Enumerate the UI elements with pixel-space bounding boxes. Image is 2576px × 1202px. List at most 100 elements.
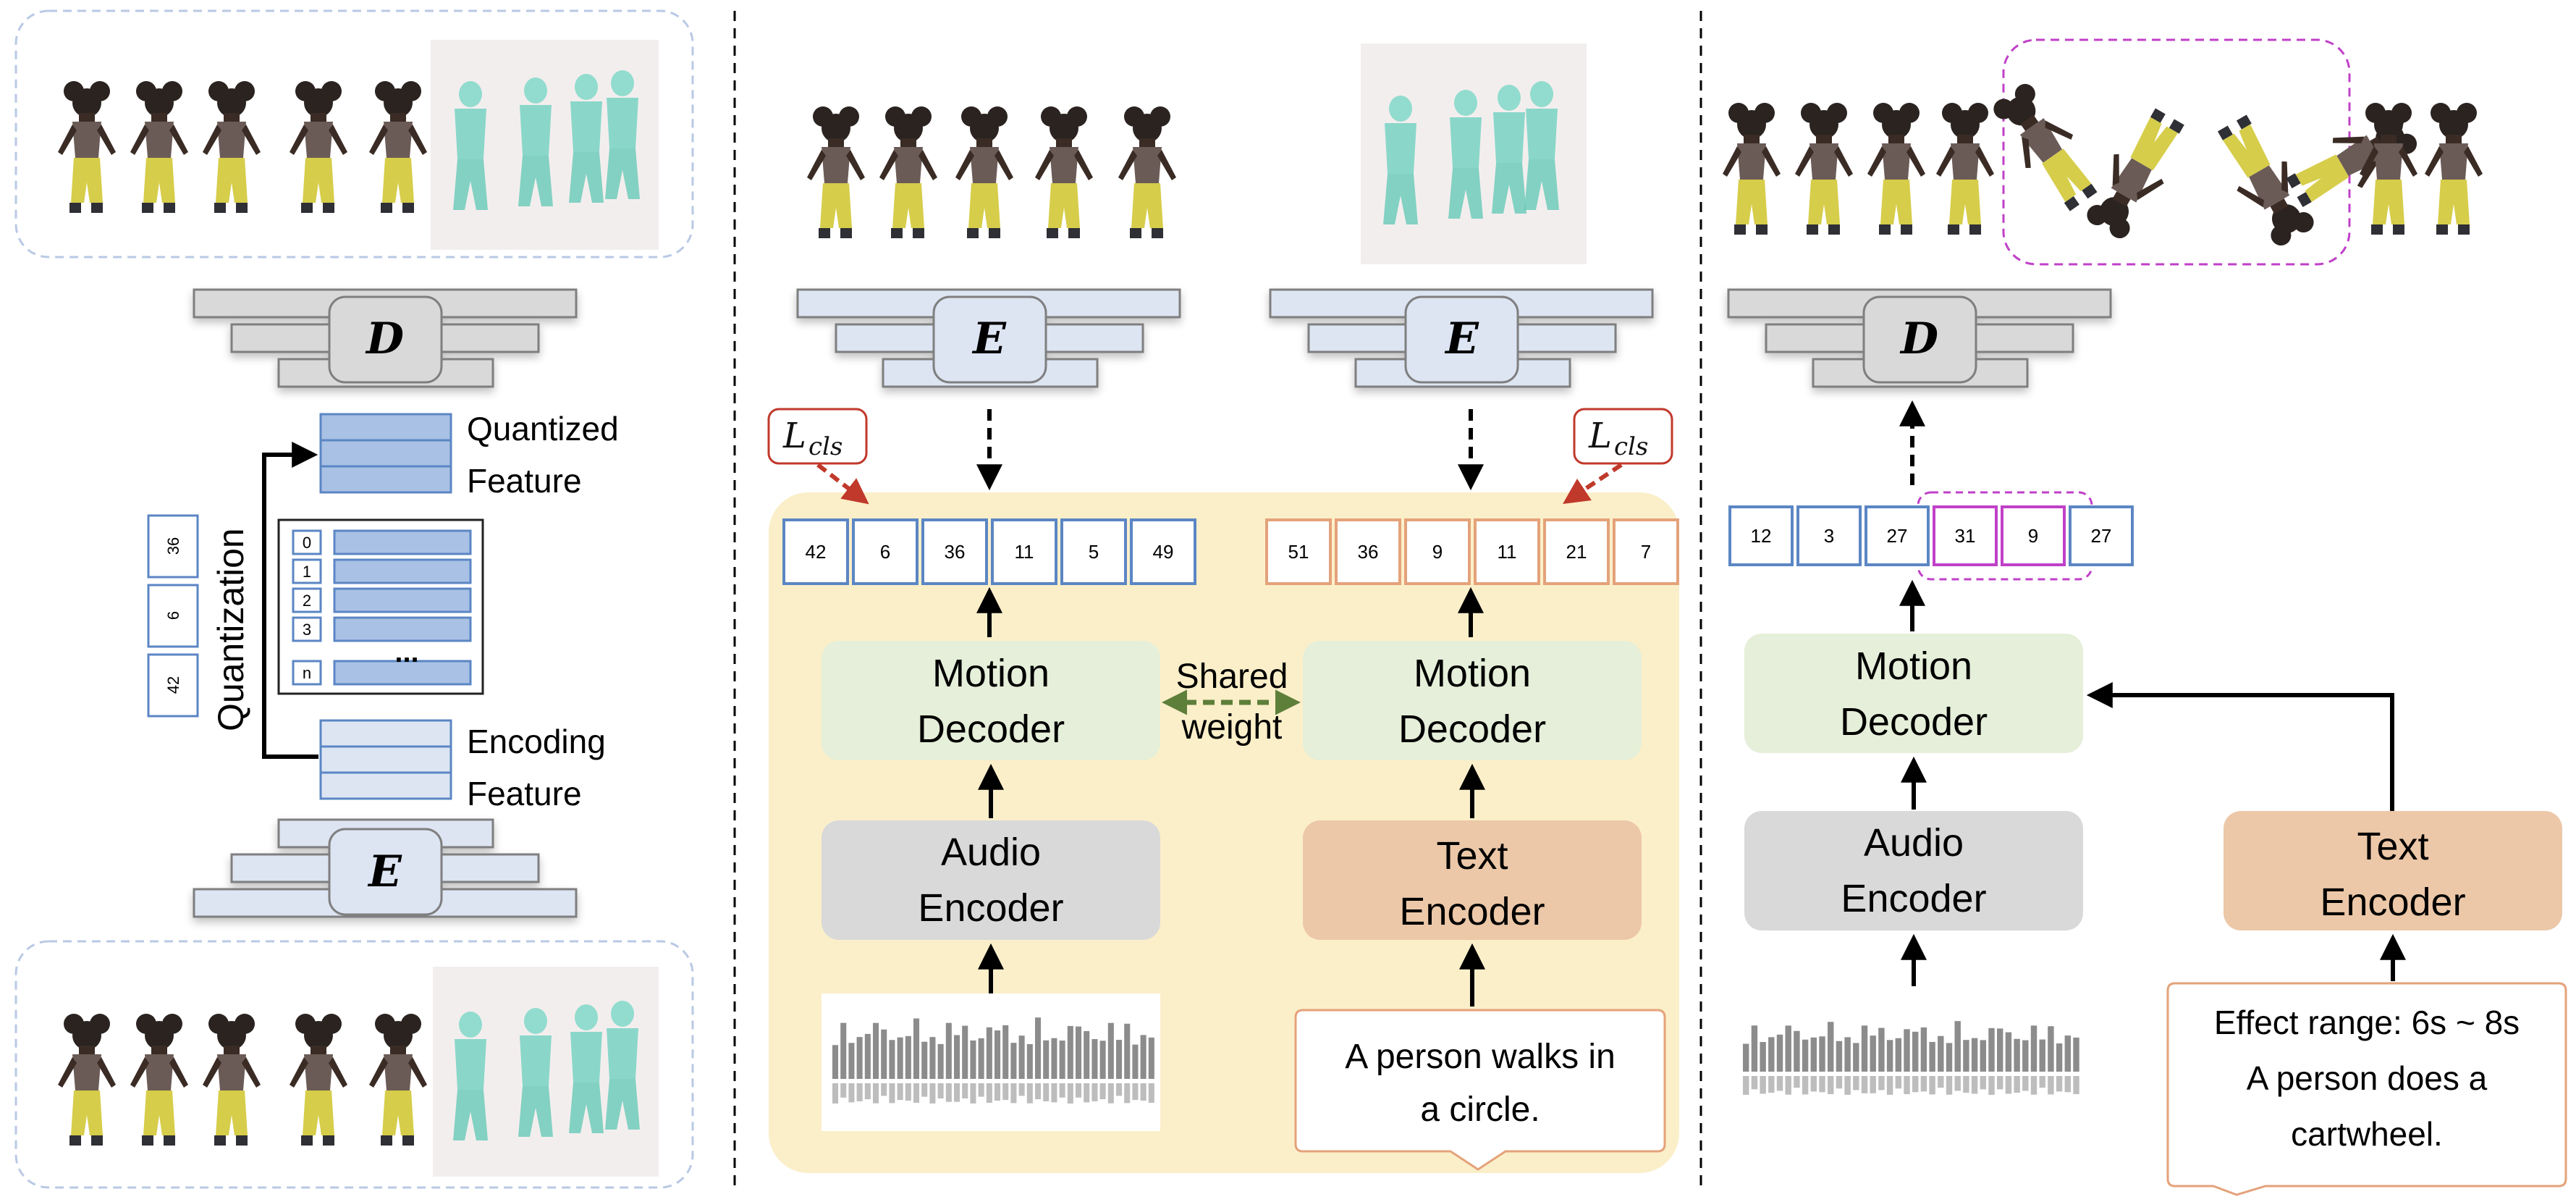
- waveform-bar: [1946, 1076, 1953, 1095]
- waveform-bar: [1148, 1083, 1154, 1103]
- waveform-bar: [1768, 1037, 1775, 1072]
- codebook-entry: [333, 529, 472, 555]
- token-box: [852, 518, 919, 585]
- waveform-bar: [1819, 1036, 1825, 1072]
- waveform-bar: [978, 1038, 984, 1079]
- token-value: 6: [880, 541, 890, 563]
- motion-decoder-label-line2: Decoder: [1840, 700, 1988, 744]
- waveform-bar: [1743, 1076, 1749, 1095]
- waveform-bar: [1844, 1037, 1851, 1072]
- codebook-index: 0: [303, 534, 311, 552]
- waveform-bar: [1828, 1022, 1834, 1072]
- codebook-index-box: [292, 616, 322, 642]
- waveform-bar: [1002, 1025, 1009, 1079]
- text-branch-motion-encoder: E: [1269, 288, 1654, 388]
- token-box: [1796, 505, 1862, 566]
- waveform-bar: [2014, 1076, 2020, 1093]
- waveform-bar: [2048, 1076, 2054, 1095]
- codebook-entry: [333, 660, 472, 686]
- generation-audio-encoder: Audio Encoder: [1744, 811, 2083, 930]
- codebook-ellipsis: ...: [394, 636, 418, 668]
- waveform-bar: [1132, 1044, 1139, 1079]
- waveform-bar: [1018, 1083, 1025, 1096]
- waveform-bar: [1929, 1076, 1935, 1095]
- waveform-bar: [929, 1037, 936, 1079]
- codebook-index: n: [303, 664, 311, 682]
- waveform-bar: [864, 1033, 871, 1079]
- token-value: 11: [1015, 541, 1034, 563]
- waveform-bar: [840, 1022, 847, 1079]
- waveform-bar: [905, 1035, 911, 1079]
- waveform-bar: [1836, 1041, 1843, 1072]
- text-encoder-label-line2: Encoder: [2320, 881, 2465, 924]
- audio-encoder-label-line2: Encoder: [1841, 877, 1986, 920]
- waveform-bar: [937, 1043, 944, 1079]
- codebook: 0123n ...: [277, 518, 484, 695]
- text-branch-encoder-symbol: E: [1444, 314, 1479, 364]
- token-box: [1474, 518, 1540, 585]
- waveform-bar: [986, 1027, 992, 1079]
- waveform-bar: [1988, 1027, 1995, 1072]
- waveform-bar: [856, 1083, 863, 1101]
- motion-decoder-label-line1: Motion: [1855, 644, 1972, 688]
- waveform-bar: [1963, 1040, 1969, 1072]
- waveform-bar: [840, 1083, 847, 1098]
- waveform-bar: [1954, 1076, 1961, 1091]
- token-value: 11: [1498, 541, 1517, 563]
- waveform-bar: [994, 1030, 1001, 1079]
- loss-label-text: L cls: [1573, 408, 1673, 465]
- waveform-bar: [1043, 1083, 1050, 1101]
- audio-waveform: [832, 1017, 1154, 1104]
- waveform-bar: [1878, 1076, 1885, 1090]
- shared-weight-label-line1: Shared: [1176, 657, 1288, 696]
- loss-subscript: cls: [808, 432, 843, 461]
- waveform-bar: [1895, 1038, 1902, 1072]
- waveform-bar: [873, 1083, 879, 1104]
- waveform-bar: [913, 1083, 920, 1103]
- waveform-bar: [921, 1041, 928, 1079]
- waveform-bar: [1810, 1037, 1817, 1072]
- waveform-bar: [1116, 1083, 1123, 1096]
- token-box: [1865, 505, 1930, 566]
- waveform-bar: [889, 1083, 895, 1104]
- quantized-token-value: 42: [164, 676, 182, 694]
- waveform-bar: [1059, 1041, 1065, 1079]
- waveform-bar: [1997, 1028, 2003, 1072]
- waveform-bar: [1116, 1040, 1123, 1079]
- waveform-bar: [1794, 1076, 1800, 1088]
- audio-motion-sequence: [807, 106, 1176, 238]
- waveform-bar: [937, 1083, 944, 1098]
- reconstructed-motion-sequence: [58, 40, 659, 250]
- waveform-bar: [1819, 1076, 1825, 1093]
- waveform-bar: [1067, 1025, 1073, 1079]
- token-value: 5: [1089, 541, 1099, 563]
- waveform-bar: [929, 1083, 936, 1104]
- vq-encoder: E: [193, 818, 578, 918]
- waveform-bar: [1844, 1076, 1851, 1095]
- token-box: [1728, 505, 1794, 566]
- waveform-bar: [921, 1083, 928, 1097]
- quantized-feature: Quantized Feature: [319, 410, 619, 500]
- waveform-bar: [897, 1037, 903, 1079]
- waveform-bar: [1904, 1076, 1910, 1095]
- waveform-bar: [832, 1083, 839, 1104]
- quantization-arrow: [262, 442, 318, 759]
- token-box: [991, 518, 1057, 585]
- waveform-bar: [856, 1037, 863, 1079]
- token-value: 36: [1358, 541, 1379, 563]
- token-box: [1543, 518, 1610, 585]
- waveform-bar: [970, 1040, 976, 1079]
- codebook-entry: [333, 616, 472, 642]
- waveform-bar: [1853, 1043, 1859, 1072]
- waveform-bar: [2073, 1076, 2079, 1095]
- waveform-bar: [1124, 1023, 1131, 1079]
- waveform-bar: [1997, 1076, 2003, 1090]
- codebook-index: 1: [303, 563, 311, 581]
- waveform-bar: [1802, 1076, 1809, 1095]
- audio-encoder-label-line2: Encoder: [918, 886, 1063, 930]
- text-encoder-label-line2: Encoder: [1399, 890, 1545, 933]
- token-value: 27: [1887, 525, 1908, 547]
